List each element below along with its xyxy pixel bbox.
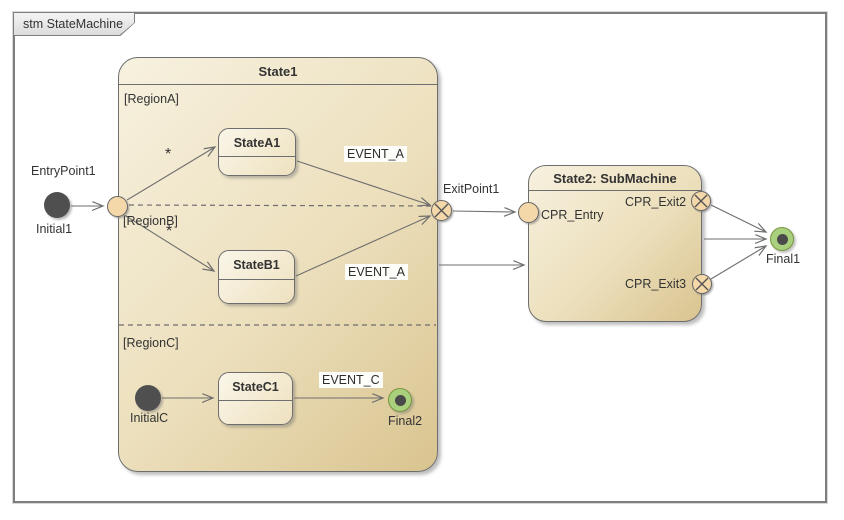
diagram-frame bbox=[13, 12, 827, 503]
state1-title: State1 bbox=[119, 58, 437, 85]
stateC1-name: StateC1 bbox=[219, 373, 292, 401]
entrypoint1-node[interactable] bbox=[107, 196, 128, 217]
edge-entrypoint1-to-stateB1[interactable] bbox=[125, 215, 214, 271]
region-b-label: [RegionB] bbox=[123, 214, 178, 228]
edge-stateA1-to-exitpoint1[interactable] bbox=[296, 160, 430, 205]
cpr-exit3-label: CPR_Exit3 bbox=[625, 277, 687, 291]
exitpoint1-node[interactable] bbox=[431, 200, 452, 221]
exit-cross-icon bbox=[694, 194, 708, 208]
final1-label: Final1 bbox=[766, 252, 801, 266]
entrypoint1-label: EntryPoint1 bbox=[31, 164, 96, 178]
transition-event-a-region-b-label[interactable]: EVENT_A bbox=[345, 264, 408, 280]
region-c-label: [RegionC] bbox=[123, 336, 179, 350]
edge-cprexit2-to-final1[interactable] bbox=[710, 204, 766, 232]
initialc-label: InitialC bbox=[130, 411, 169, 425]
exit-cross-icon bbox=[695, 277, 709, 291]
state2-submachine-state[interactable]: State2: SubMachine bbox=[528, 165, 702, 322]
edge-exitpoint1-to-cprentry[interactable] bbox=[452, 211, 515, 212]
final2-label: Final2 bbox=[388, 414, 423, 428]
transition-event-c-label[interactable]: EVENT_C bbox=[319, 372, 383, 388]
cpr-exit2-label: CPR_Exit2 bbox=[625, 195, 687, 209]
region-a-label: [RegionA] bbox=[124, 92, 179, 106]
initialc-node[interactable] bbox=[135, 385, 161, 411]
cpr-entry-node[interactable] bbox=[518, 202, 539, 223]
state2-title: State2: SubMachine bbox=[529, 166, 701, 191]
initial1-label: Initial1 bbox=[36, 222, 73, 236]
edge-stateB1-to-exitpoint1[interactable] bbox=[295, 216, 430, 277]
final-dot-icon bbox=[776, 233, 788, 245]
cpr-exit2-node[interactable] bbox=[691, 191, 711, 211]
stateB1-state[interactable]: StateB1 bbox=[218, 250, 295, 304]
transition-star-a-label[interactable]: * bbox=[165, 146, 172, 163]
stateA1-state[interactable]: StateA1 bbox=[218, 128, 296, 176]
diagram-title: stm StateMachine bbox=[23, 17, 124, 31]
final1-node[interactable] bbox=[770, 227, 794, 251]
final-dot-icon bbox=[394, 394, 406, 406]
stateB1-name: StateB1 bbox=[219, 251, 294, 280]
initial1-node[interactable] bbox=[44, 192, 70, 218]
stateA1-name: StateA1 bbox=[219, 129, 295, 157]
exitpoint1-label: ExitPoint1 bbox=[443, 182, 500, 196]
cpr-entry-label: CPR_Entry bbox=[541, 208, 604, 222]
transition-star-b-label[interactable]: * bbox=[166, 223, 173, 240]
cpr-exit3-node[interactable] bbox=[692, 274, 712, 294]
transition-event-a-region-a-label[interactable]: EVENT_A bbox=[344, 146, 407, 162]
edge-entrypoint1-to-stateA1[interactable] bbox=[126, 147, 215, 201]
stateC1-state[interactable]: StateC1 bbox=[218, 372, 293, 425]
diagram-frame-tab: stm StateMachine bbox=[13, 12, 135, 36]
edge-cprexit3-to-final1[interactable] bbox=[710, 246, 766, 280]
exit-cross-icon bbox=[434, 203, 449, 218]
final2-node[interactable] bbox=[388, 388, 412, 412]
